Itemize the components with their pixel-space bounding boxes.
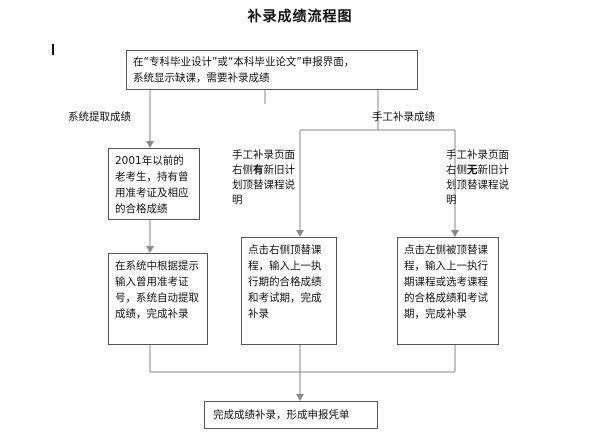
text-cursor [52, 44, 54, 55]
label-no-new-bold: 无 [467, 164, 478, 176]
label-has-new: 手工补录页面右侧有新旧计划顶替课程说明 [232, 148, 296, 208]
label-has-new-post: 新旧计划顶替课程说明 [232, 164, 295, 206]
end-node: 完成成绩补录，形成申报凭单 [204, 401, 378, 429]
system-lookup-node: 在系统中根据提示输入曾用准考证号，系统自动提取成绩，完成补录 [108, 253, 208, 345]
start-node-line1: 在“专科毕业设计”或“本科毕业论文”申报界面， [133, 56, 355, 68]
arrowhead-left-1 [146, 141, 154, 148]
diagram-title: 补录成绩流程图 [247, 9, 353, 25]
arrowhead-end [296, 394, 304, 401]
arrowhead-left-2 [146, 246, 154, 253]
label-system-extract: 系统提取成绩 [68, 111, 131, 123]
arrowhead-far [451, 230, 459, 237]
old-student-node: 2001年以前的老考生，持有曾用准考证及相应的合格成绩 [108, 148, 200, 220]
label-has-new-bold: 有 [253, 164, 264, 176]
label-no-new: 手工补录页面右侧无新旧计划顶替课程说明 [446, 148, 510, 208]
arrowhead-mid [296, 230, 304, 237]
replace-left-node: 点击左侧被顶替课程，输入上一执行期课程或选考课程的合格成绩和考试期，完成补录 [397, 237, 499, 345]
label-no-new-pre: 手工补录页面右侧 [446, 149, 509, 176]
replace-right-node: 点击右侧顶替课程，输入上一执行期的合格成绩和考试期，完成补录 [241, 237, 337, 345]
label-manual: 手工补录成绩 [372, 111, 435, 123]
start-node: 在“专科毕业设计”或“本科毕业论文”申报界面， 系统显示缺课，需要补录成绩 [126, 50, 418, 90]
start-node-line2: 系统显示缺课，需要补录成绩 [133, 72, 270, 84]
label-no-new-post: 新旧计划顶替课程说明 [446, 164, 509, 206]
label-has-new-pre: 手工补录页面右侧 [232, 149, 295, 176]
